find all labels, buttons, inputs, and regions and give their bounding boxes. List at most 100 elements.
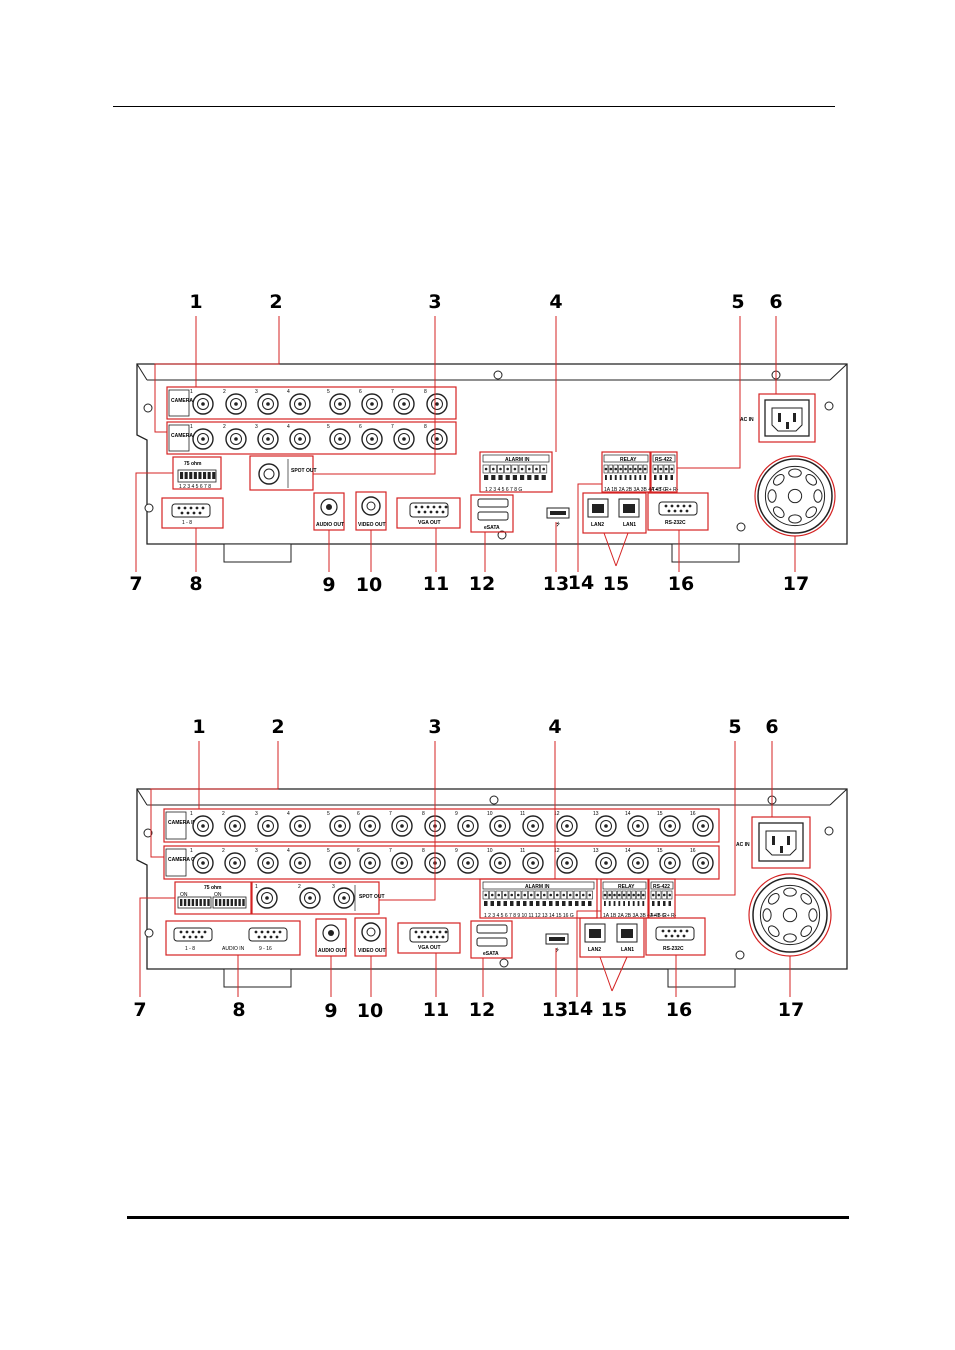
svg-text:12: 12 [554,848,560,854]
rs422-pins: T+ T- R+ R- [650,913,677,919]
callout-12: 12 [469,573,495,595]
svg-text:4: 4 [287,811,290,817]
svg-text:7: 7 [391,424,394,430]
on-label: ON [180,892,188,898]
audio-out-label: AUDIO OUT [318,948,346,954]
video-out-label: VIDEO OUT [358,948,386,954]
svg-text:6: 6 [359,424,362,430]
relay-label: RELAY [618,884,635,890]
svg-text:3: 3 [255,848,258,854]
usb-icon: ⭍ [556,522,560,528]
svg-text:5: 5 [327,424,330,430]
lan-highlight [582,492,647,534]
callout-2: 2 [269,291,282,313]
rs232c-highlight [647,492,709,531]
esata-highlight [470,920,513,959]
callout-4: 4 [549,291,562,313]
spot-out-highlight [251,881,380,915]
camera-in-label: CAMERA IN [171,398,200,404]
audio-range-label: 1 - 8 [185,946,195,952]
foot-left [223,968,292,988]
callout-17: 17 [778,999,804,1021]
svg-text:14: 14 [625,848,631,854]
esata-label: eSATA [483,951,499,957]
svg-text:2: 2 [223,389,226,395]
foot-right [671,543,740,563]
callout-10: 10 [356,574,382,596]
on-label: ON [214,892,222,898]
bnc-connectors: 1122334455667788991010111112121313141415… [190,811,714,874]
lan1-label: LAN1 [621,947,634,953]
ohm-label: 75 ohm [204,885,222,891]
svg-text:3: 3 [255,389,258,395]
usb-icon: ⭍ [555,948,559,954]
lan2-label: LAN2 [591,522,604,528]
callout-1: 1 [189,291,202,313]
callout-6: 6 [765,716,778,738]
callout-15: 15 [601,999,627,1021]
bottom-rule [127,1216,849,1219]
svg-text:4: 4 [287,424,290,430]
svg-text:11: 11 [520,811,525,817]
callout-10: 10 [357,1000,383,1022]
callout-11: 11 [423,573,449,595]
ac-in-label: AC IN [740,417,754,423]
audio-range-label: 9 - 16 [259,946,272,952]
camera-out-label: CAMERA OUT [171,433,205,439]
svg-text:8: 8 [422,848,425,854]
svg-text:15: 15 [657,811,663,817]
spot-out-label: SPOT OUT [291,468,317,474]
relay-pins: 1A 1B 2A 2B 3A 3B 4A 4B G [604,487,667,493]
foot-left [223,543,292,563]
callout-14: 14 [567,998,593,1020]
vga-out-label: VGA OUT [418,520,441,526]
callout-8: 8 [189,573,202,595]
lan-highlight [579,917,645,958]
vga-out-highlight [397,922,461,954]
svg-text:9: 9 [455,811,458,817]
ohm-label: 75 ohm [184,461,202,467]
alarm-in-label: ALARM IN [505,457,530,463]
svg-text:1: 1 [190,848,193,854]
callout-7: 7 [133,999,146,1021]
screw-icons [143,795,834,968]
svg-text:1: 1 [255,884,258,890]
rs422-highlight [650,451,678,493]
svg-text:5: 5 [327,389,330,395]
alarm-pins: 1 2 3 4 5 6 7 8 G [485,487,522,493]
camera-out-highlight [166,421,457,455]
svg-text:10: 10 [487,848,493,854]
audio-in-highlight [165,920,301,956]
rs422-pins: T+ T- R+ R- [652,487,679,493]
callout-1: 1 [192,716,205,738]
callout-5: 5 [728,716,741,738]
callout-15: 15 [603,573,629,595]
alarm-pins: 1 2 3 4 5 6 7 8 9 10 11 12 13 14 15 16 G [484,913,574,919]
relay-label: RELAY [620,457,637,463]
svg-text:14: 14 [625,811,631,817]
callout-14: 14 [568,572,594,594]
rs422-label: RS-422 [653,884,670,890]
relay-highlight [601,451,651,493]
svg-text:3: 3 [255,424,258,430]
svg-text:12: 12 [554,811,560,817]
audio-out-label: AUDIO OUT [316,522,344,528]
video-out-label: VIDEO OUT [358,522,386,528]
callout-16: 16 [666,999,692,1021]
svg-text:2: 2 [223,424,226,430]
lan2-label: LAN2 [588,947,601,953]
esata-highlight [470,494,514,533]
callout-6: 6 [769,291,782,313]
svg-text:5: 5 [327,811,330,817]
callout-lines [135,316,796,572]
svg-text:7: 7 [389,811,392,817]
audio-in-highlight [161,497,224,529]
svg-text:7: 7 [391,389,394,395]
callout-2: 2 [271,716,284,738]
callout-9: 9 [322,574,335,596]
callout-11: 11 [423,999,449,1021]
svg-text:3: 3 [332,884,335,890]
